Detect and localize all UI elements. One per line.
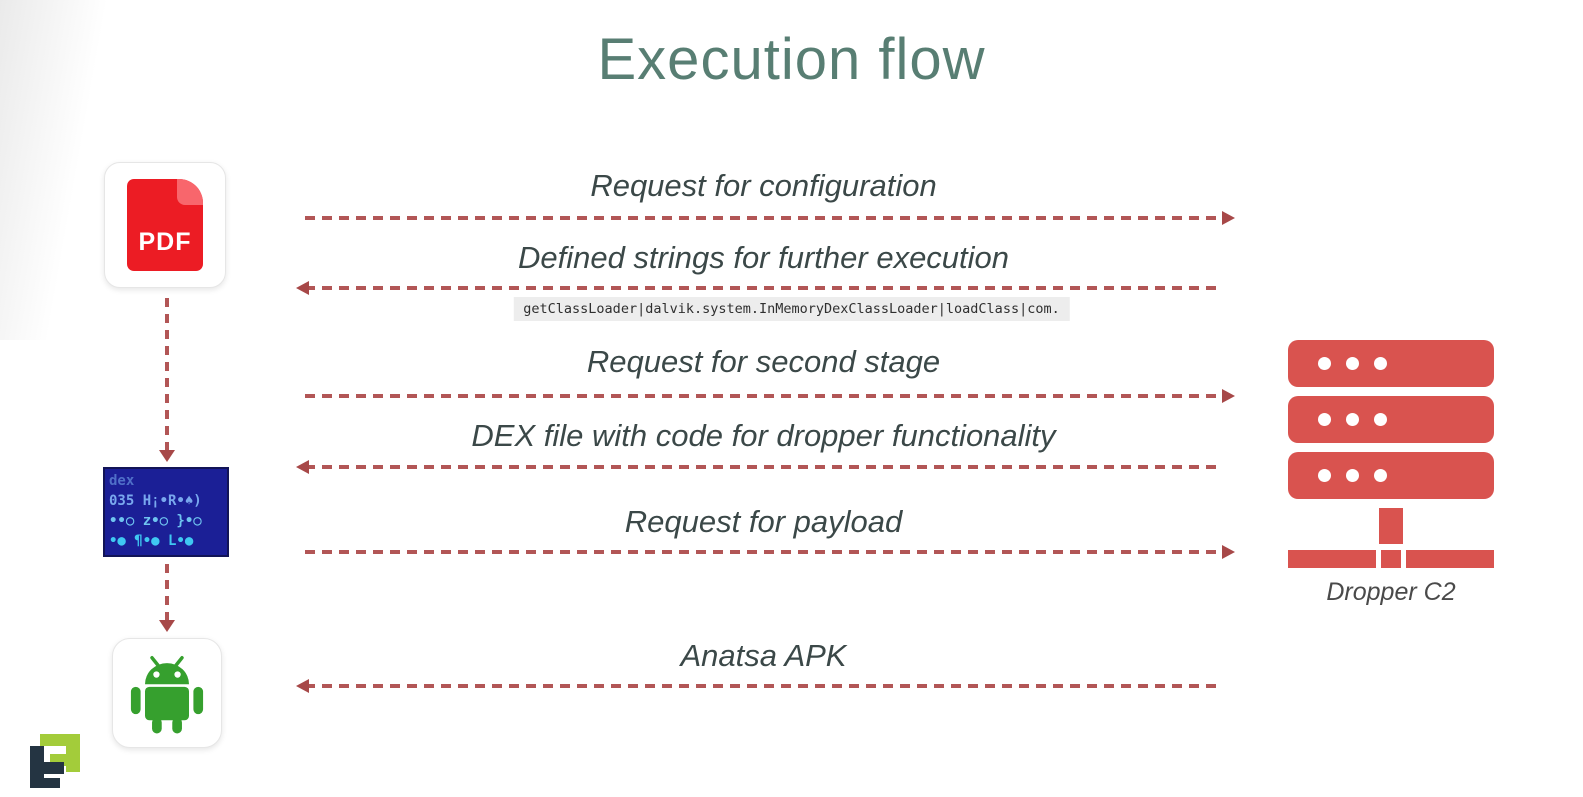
arrowhead-right-icon bbox=[1222, 211, 1235, 225]
threatfabric-logo bbox=[30, 734, 80, 788]
server-rack-bar bbox=[1288, 396, 1494, 443]
dashed-arrow-left bbox=[305, 465, 1222, 469]
arrowhead-right-icon bbox=[1222, 389, 1235, 403]
server-stem bbox=[1379, 508, 1403, 544]
server-dot-icon bbox=[1346, 357, 1359, 370]
server-dot-icon bbox=[1346, 469, 1359, 482]
dex-line: 035 H¡•R•♠) bbox=[109, 493, 202, 509]
dashed-arrow-right bbox=[305, 550, 1222, 554]
arrowhead-right-icon bbox=[1222, 545, 1235, 559]
slide-title: Execution flow bbox=[597, 27, 986, 92]
dex-line: dex bbox=[109, 473, 135, 489]
pdf-doc-shape: PDF bbox=[127, 179, 203, 271]
server-dot-icon bbox=[1318, 357, 1331, 370]
dex-file-preview: dex 035 H¡•R•♠) ••○ z•○ }•○ •● ¶•● L•● bbox=[103, 467, 229, 557]
android-apk-icon bbox=[112, 638, 222, 748]
message-label: Anatsa APK bbox=[680, 638, 847, 673]
server-dot-icon bbox=[1318, 469, 1331, 482]
pdf-label: PDF bbox=[138, 228, 192, 256]
message-label: Request for payload bbox=[624, 504, 903, 539]
server-rack-bar bbox=[1288, 340, 1494, 387]
message-label: Request for configuration bbox=[590, 168, 937, 203]
server-base-bar bbox=[1406, 550, 1494, 568]
server-base-bar bbox=[1381, 550, 1401, 568]
android-robot-icon bbox=[130, 656, 204, 734]
classloader-code-snippet: getClassLoader|dalvik.system.InMemoryDex… bbox=[513, 297, 1070, 321]
dropper-c2-label: Dropper C2 bbox=[1326, 578, 1456, 606]
left-edge-gradient bbox=[0, 0, 120, 340]
server-dot-icon bbox=[1318, 413, 1331, 426]
arrowhead-down-icon bbox=[159, 450, 175, 462]
message-label: Request for second stage bbox=[586, 344, 941, 379]
server-dot-icon bbox=[1374, 469, 1387, 482]
message-label: DEX file with code for dropper functiona… bbox=[471, 418, 1056, 453]
dashed-arrow-right bbox=[305, 394, 1222, 398]
arrowhead-left-icon bbox=[296, 679, 309, 693]
flow-arrow-down bbox=[165, 564, 169, 620]
arrowhead-down-icon bbox=[159, 620, 175, 632]
dashed-arrow-left bbox=[305, 684, 1222, 688]
arrowhead-left-icon bbox=[296, 281, 309, 295]
server-dot-icon bbox=[1374, 357, 1387, 370]
server-base bbox=[1288, 550, 1494, 568]
dex-line: •● ¶•● L•● bbox=[109, 533, 194, 549]
server-dot-icon bbox=[1346, 413, 1359, 426]
flow-arrow-down bbox=[165, 298, 169, 450]
server-rack-bar bbox=[1288, 452, 1494, 499]
dashed-arrow-right bbox=[305, 216, 1222, 220]
server-base-bar bbox=[1288, 550, 1376, 568]
dashed-arrow-left bbox=[305, 286, 1222, 290]
dropper-c2-server: Dropper C2 bbox=[1288, 340, 1494, 607]
server-dot-icon bbox=[1374, 413, 1387, 426]
message-label: Defined strings for further execution bbox=[517, 240, 1010, 275]
pdf-fold-corner bbox=[177, 179, 203, 205]
pdf-file-icon: PDF bbox=[104, 162, 226, 288]
arrowhead-left-icon bbox=[296, 460, 309, 474]
dex-line: ••○ z•○ }•○ bbox=[109, 513, 202, 529]
